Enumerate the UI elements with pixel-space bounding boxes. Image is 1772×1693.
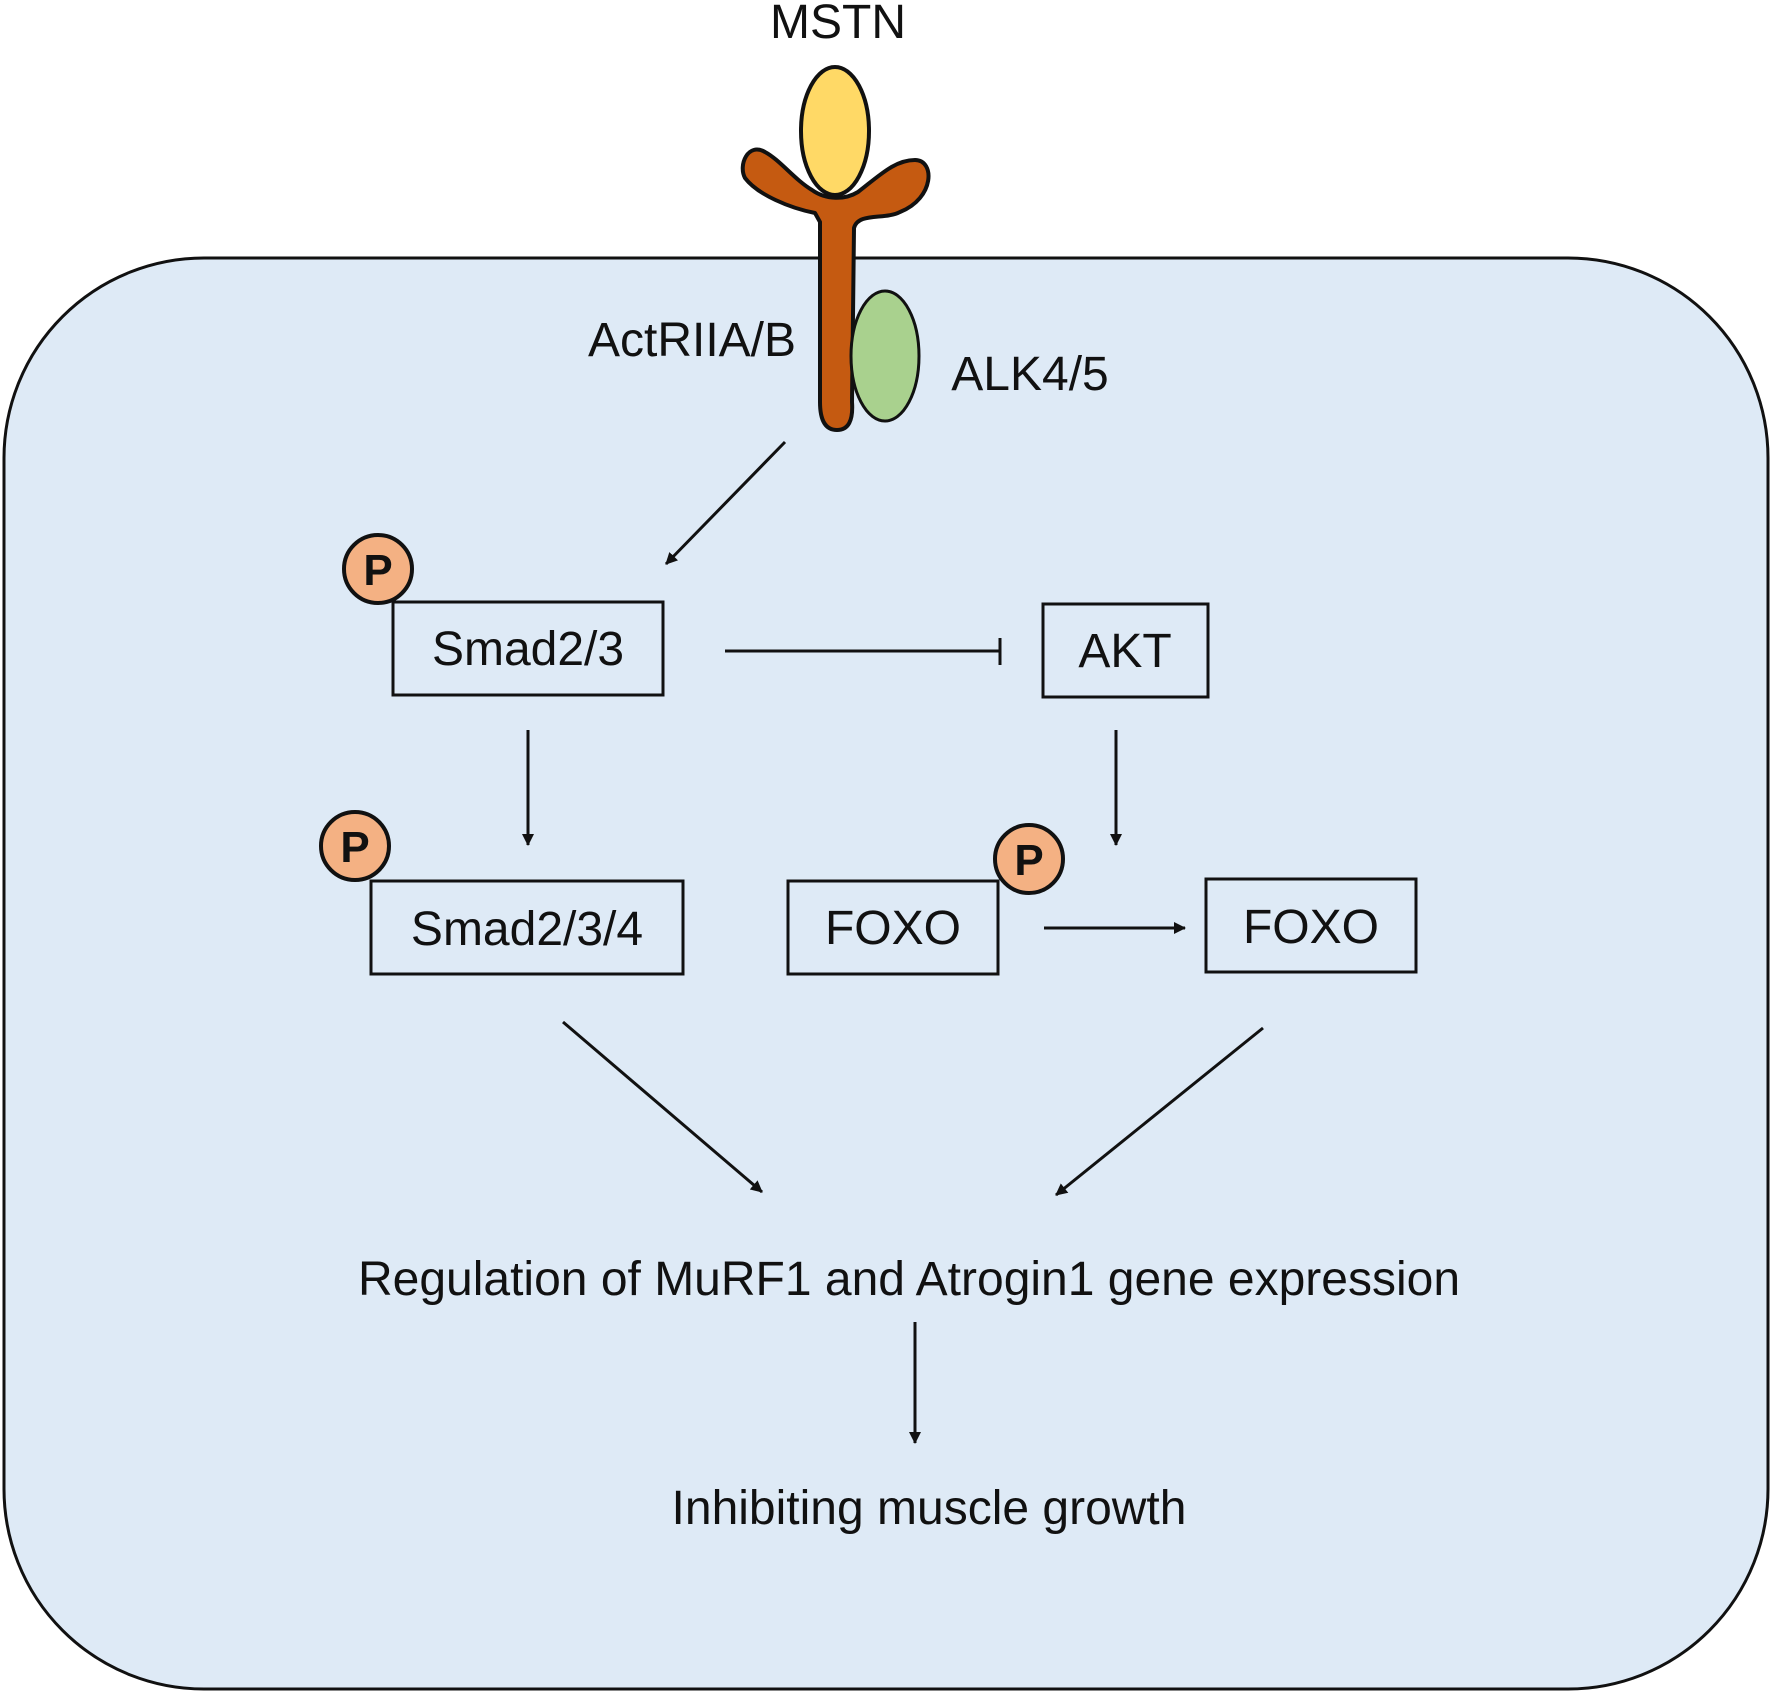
foxo-box — [1204, 877, 1418, 974]
foxo-p-box — [786, 879, 1000, 976]
receptor-shape — [740, 147, 931, 432]
svg-text:P: P — [363, 546, 392, 595]
svg-text:P: P — [1014, 836, 1043, 885]
outcome-text: Inhibiting muscle growth — [672, 1482, 1187, 1535]
coreceptor-label: ALK4/5 — [951, 348, 1108, 401]
edge-foxo-to-regulation — [1055, 1026, 1264, 1197]
foxo-label: FOXO — [1243, 901, 1379, 954]
foxo-p-label: FOXO — [825, 902, 961, 955]
edge-receptor-to-smad23 — [664, 440, 787, 566]
regulation-text: Regulation of MuRF1 and Atrogin1 gene ex… — [358, 1253, 1460, 1306]
smad23-box — [391, 600, 665, 697]
smad234-box — [369, 879, 685, 976]
akt-label: AKT — [1078, 625, 1171, 678]
phospho-badge-smad234: P — [319, 810, 391, 882]
smad234-label: Smad2/3/4 — [411, 903, 643, 956]
alk-coreceptor — [849, 289, 921, 423]
phospho-badge-foxo: P — [993, 823, 1065, 895]
phospho-badge-smad23: P — [342, 533, 414, 605]
smad23-label: Smad2/3 — [432, 623, 624, 676]
mstn-label: MSTN — [770, 0, 906, 49]
edge-smad234-to-regulation — [562, 1020, 763, 1194]
svg-text:P: P — [340, 823, 369, 872]
akt-box — [1041, 602, 1210, 699]
mstn-ligand — [799, 65, 871, 197]
receptor-label: ActRIIA/B — [588, 314, 796, 367]
